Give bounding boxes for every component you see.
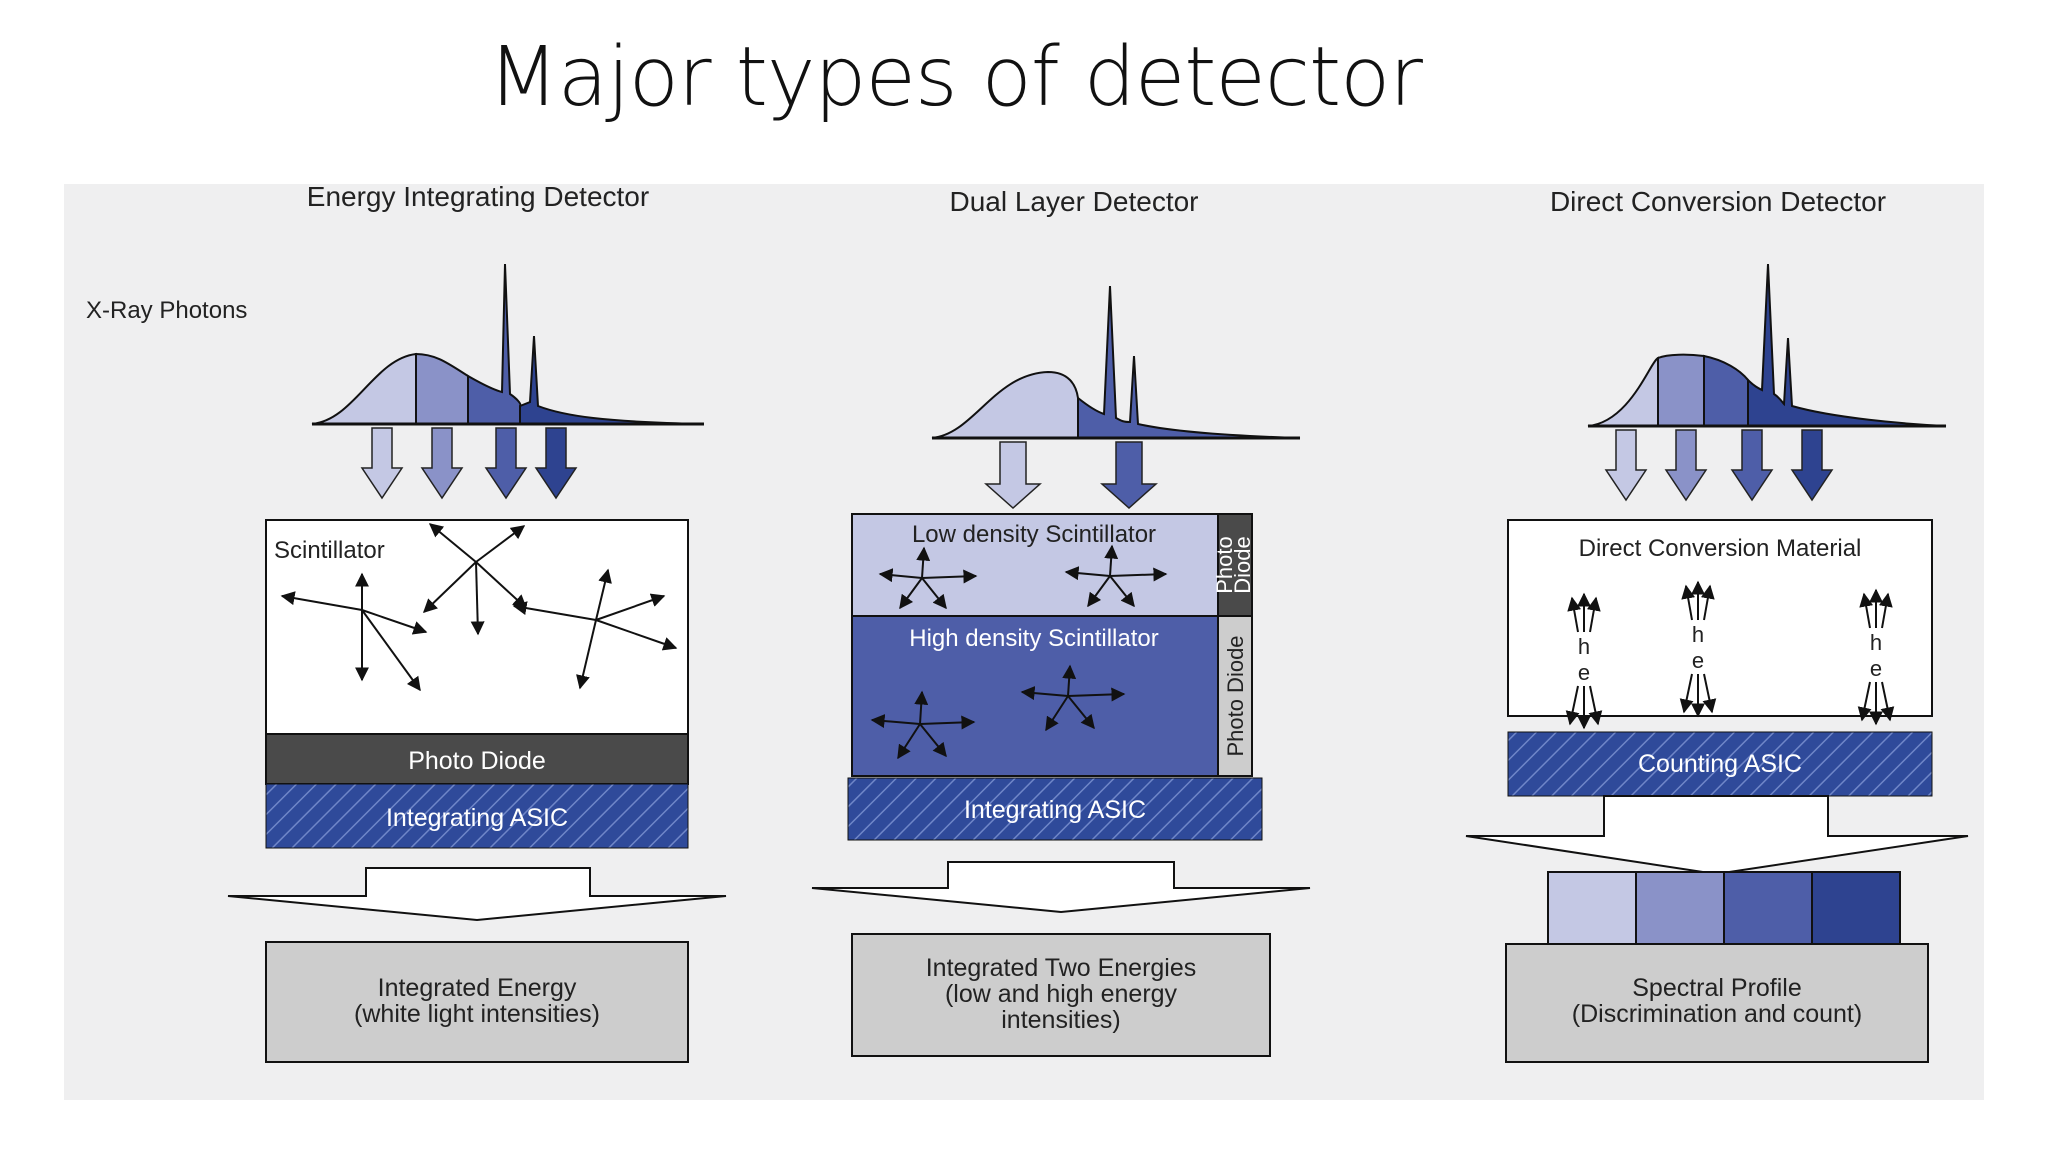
output-line-1: Integrated Two Energies xyxy=(926,954,1197,982)
photon-arrow-2 xyxy=(1664,429,1708,502)
xray-spectrum xyxy=(311,263,705,426)
xray-spectrum xyxy=(931,285,1301,440)
xray-photons-label: X-Ray Photons xyxy=(86,297,247,324)
output-arrow xyxy=(227,867,727,922)
output-line-1: Spectral Profile xyxy=(1632,974,1802,1002)
output-box xyxy=(265,941,689,1063)
photon-arrow-1 xyxy=(1604,429,1648,502)
light-scatter-arrows xyxy=(280,523,678,692)
photodiode-side-label: Photo Diode xyxy=(1223,635,1248,756)
scintillator-label: Scintillator xyxy=(274,537,385,564)
output-box xyxy=(1505,943,1929,1063)
electron-label: e xyxy=(1578,660,1590,685)
output-arrow xyxy=(811,861,1311,914)
direct-conversion-material xyxy=(1507,519,1933,717)
output-line-3: intensities) xyxy=(1001,1006,1121,1034)
photon-arrow-2 xyxy=(420,427,464,500)
slide-title: Major types of detector xyxy=(487,30,1423,125)
photon-arrow-1 xyxy=(360,427,404,500)
photon-arrow-3 xyxy=(484,427,528,500)
light-scatter-arrows xyxy=(870,544,1168,760)
panel-direct-conversion: Direct Conversion Detector Direct Conver… xyxy=(1465,186,1969,1063)
electron-hole-pairs: h e h e h e xyxy=(1578,622,1882,685)
asic-label: Counting ASIC xyxy=(1638,750,1802,778)
photodiode-label: Photo Diode xyxy=(408,747,546,775)
asic-label: Integrating ASIC xyxy=(964,796,1146,824)
high-density-label: High density Scintillator xyxy=(909,625,1158,652)
hole-label: h xyxy=(1578,634,1590,659)
output-line-2: (low and high energy xyxy=(945,980,1178,1008)
output-line-1: Integrated Energy xyxy=(378,974,577,1002)
integrating-asic-layer xyxy=(847,777,1263,841)
counting-asic-layer xyxy=(1507,731,1933,797)
panel-energy-integrating: Energy Integrating Detector Scintillator xyxy=(227,184,727,1063)
photodiode-side xyxy=(1217,615,1253,777)
energy-bin-1 xyxy=(1547,871,1637,945)
electron-label: e xyxy=(1870,656,1882,681)
panel-title: Dual Layer Detector xyxy=(949,186,1198,217)
material-label: Direct Conversion Material xyxy=(1579,535,1862,562)
panel-dual-layer: Dual Layer Detector Low density Scintill… xyxy=(811,186,1311,1057)
electron-label: e xyxy=(1692,648,1704,673)
charge-drift-arrows xyxy=(1565,580,1895,730)
output-box xyxy=(851,933,1271,1057)
low-energy-arrow xyxy=(984,441,1042,510)
energy-bin-3 xyxy=(1723,871,1813,945)
hole-label: h xyxy=(1692,622,1704,647)
hole-label: h xyxy=(1870,630,1882,655)
photodiode-top-line-2: Diode xyxy=(1230,536,1255,593)
integrating-asic-layer xyxy=(265,783,689,849)
photodiode-top xyxy=(1217,513,1253,617)
output-line-2: (Discrimination and count) xyxy=(1572,1000,1862,1028)
asic-label: Integrating ASIC xyxy=(386,804,568,832)
detector-figure: X-Ray Photons Energy Integrating Detecto… xyxy=(64,184,1984,1100)
panel-title: Direct Conversion Detector xyxy=(1550,186,1886,217)
xray-spectrum xyxy=(1587,263,1947,428)
spectral-bins xyxy=(1547,871,1901,945)
high-energy-arrow xyxy=(1100,441,1158,510)
photon-arrow-4 xyxy=(534,427,578,500)
panel-title: Energy Integrating Detector xyxy=(307,184,649,212)
output-line-2: (white light intensities) xyxy=(354,1000,600,1028)
photodiode-layer xyxy=(265,733,689,785)
low-density-label: Low density Scintillator xyxy=(912,521,1156,548)
photon-arrow-4 xyxy=(1790,429,1834,502)
energy-bin-4 xyxy=(1811,871,1901,945)
photon-arrow-3 xyxy=(1730,429,1774,502)
energy-bin-2 xyxy=(1635,871,1725,945)
output-arrow xyxy=(1465,795,1969,876)
photodiode-top-line-1: Photo xyxy=(1212,536,1237,594)
